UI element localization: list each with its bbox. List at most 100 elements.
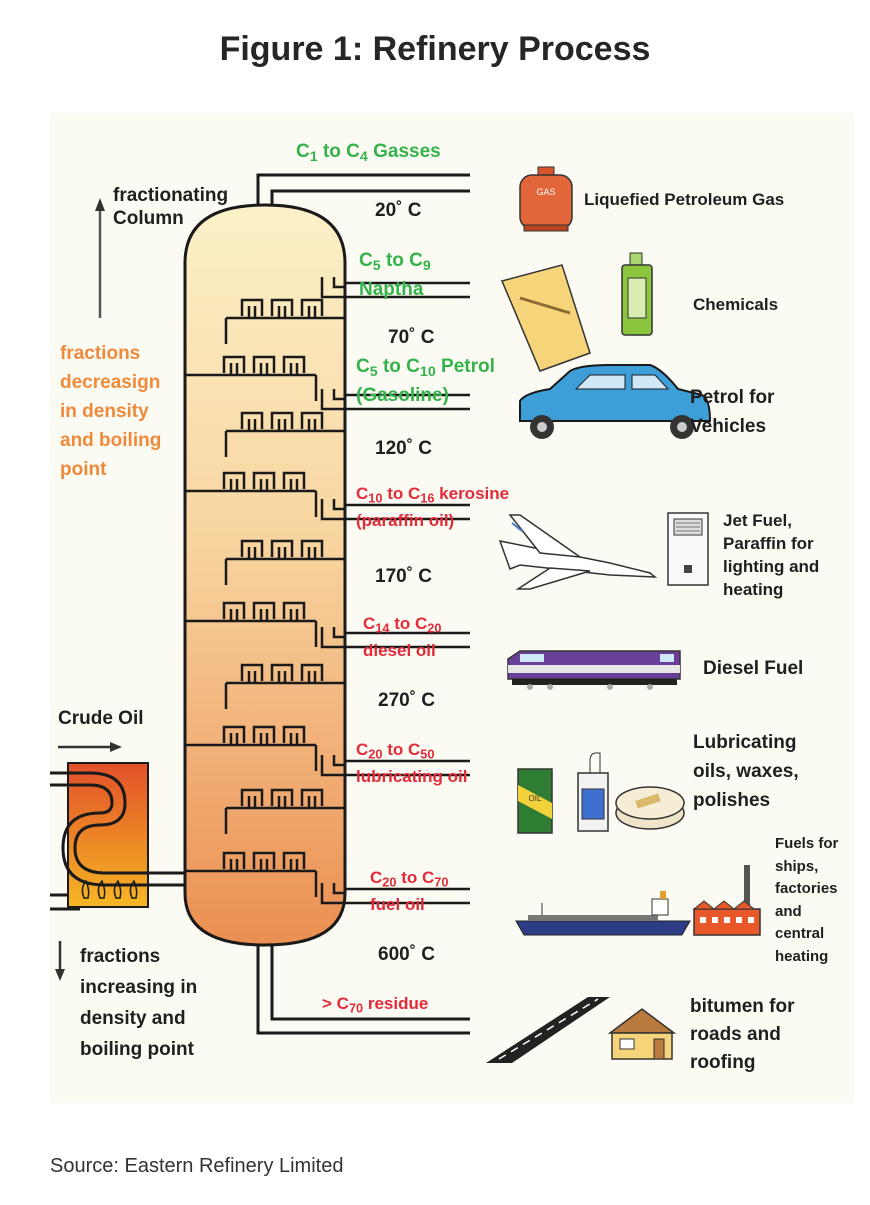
oil-can-label: OIL — [529, 794, 542, 803]
product-label-diesel: Diesel Fuel — [703, 658, 804, 679]
bubble-cap — [270, 298, 294, 318]
fraction-name: (Gasoline) — [356, 384, 449, 406]
product-line: Vehicles — [690, 416, 767, 437]
residue-outlet-pipe — [256, 945, 470, 1035]
temperature-label: 120˚ C — [375, 438, 433, 459]
product-line: lighting and — [723, 557, 820, 576]
note-line: increasing in — [80, 977, 198, 998]
note-line: in density — [60, 401, 149, 422]
product-label-lubricating: Lubricating oils, waxes, polishes — [693, 728, 799, 815]
product-line: heating — [775, 947, 829, 965]
temperature-label: 600˚ C — [378, 944, 436, 965]
bubble-cap — [282, 601, 306, 621]
note-line: boiling point — [80, 1039, 194, 1060]
product-line: polishes — [693, 790, 771, 811]
polish-tin-icon — [615, 786, 685, 830]
column-label-line1: fractionating — [113, 185, 229, 206]
bubble-cap — [300, 788, 324, 808]
note-line: and boiling — [60, 430, 162, 451]
furnace — [50, 762, 185, 911]
bubble-cap — [252, 601, 276, 621]
note-line: point — [60, 459, 107, 480]
bubble-cap — [270, 663, 294, 683]
bubble-cap — [240, 411, 264, 431]
bubble-cap — [252, 725, 276, 745]
fraction-label-kerosine: C10 to C16 kerosine (paraffin oil) — [356, 484, 510, 530]
product-line: roofing — [690, 1052, 756, 1073]
column-label-line2: Column — [113, 208, 184, 229]
bubble-cap — [252, 471, 276, 491]
up-arrowhead — [95, 198, 105, 211]
bubble-cap — [300, 411, 324, 431]
temperature-label: 270˚ C — [378, 690, 436, 711]
fraction-label-lubricating: C20 to C50 lubricating oil — [356, 740, 468, 786]
bubble-cap — [282, 851, 306, 871]
bubble-cap — [282, 471, 306, 491]
product-line: factories — [775, 880, 838, 897]
product-line: central — [775, 925, 825, 942]
lubricant-bottle-icon — [577, 752, 609, 832]
note-line: decreasign — [60, 372, 161, 393]
draw-off-pipe — [320, 277, 470, 299]
product-label-fuels: Fuels for ships, factories and central h… — [775, 833, 838, 968]
draw-off-pipe — [320, 499, 470, 521]
column-label: fractionating Column — [113, 184, 228, 230]
page-title: Figure 1: Refinery Process — [219, 30, 651, 68]
fraction-label-gasses: C1 to C4 Gasses — [296, 141, 441, 165]
product-line: heating — [723, 580, 784, 599]
fraction-label-naptha: C5 to C9 Naptha — [359, 250, 431, 300]
temperature-label: 20˚ C — [375, 200, 422, 221]
road-icon — [486, 997, 610, 1063]
temperature-label: 70˚ C — [388, 327, 435, 348]
draw-off-pipe — [320, 389, 470, 411]
fraction-name: diesel oil — [363, 640, 436, 660]
fraction-label-petrol: C5 to C10 Petrol (Gasoline) — [356, 356, 495, 406]
diagram-panel: GAS — [50, 113, 854, 1103]
draw-off-pipe — [320, 627, 470, 649]
density-increase-note: fractions increasing in density and boil… — [80, 941, 197, 1065]
down-arrowhead — [55, 969, 65, 981]
bubble-cap — [240, 663, 264, 683]
product-line: ships, — [775, 857, 819, 875]
bubble-cap — [282, 725, 306, 745]
bubble-cap — [252, 851, 276, 871]
bubble-cap — [252, 355, 276, 375]
bubble-cap — [300, 539, 324, 559]
paraffin-heater-icon — [667, 512, 709, 586]
product-line: Fuels for — [775, 835, 839, 852]
bubble-cap — [300, 298, 324, 318]
product-line: Petrol for — [690, 387, 775, 408]
chemicals-bottle-icon — [621, 252, 653, 336]
bubble-cap — [240, 788, 264, 808]
diesel-train-icon — [507, 650, 681, 690]
bubble-cap — [300, 663, 324, 683]
source-note: Source: Eastern Refinery Limited — [50, 1155, 344, 1177]
product-line: Jet Fuel, — [723, 511, 792, 530]
fraction-label-diesel: C14 to C20 diesel oil — [363, 614, 442, 660]
product-label-jet-fuel: Jet Fuel, Paraffin for lighting and heat… — [723, 509, 819, 601]
product-line: roads and — [690, 1024, 781, 1045]
product-line: and — [775, 902, 802, 920]
bubble-cap — [222, 851, 246, 871]
note-line: density and — [80, 1008, 186, 1029]
fraction-label-fuel-oil: C20 to C70 fuel oil — [370, 868, 449, 914]
product-label-bitumen: bitumen for roads and roofing — [690, 993, 795, 1077]
product-line: Lubricating — [693, 732, 797, 753]
bubble-cap — [270, 411, 294, 431]
factory-icon — [692, 865, 761, 936]
note-line: fractions — [80, 946, 161, 967]
bubble-cap — [222, 471, 246, 491]
bubble-cap — [222, 355, 246, 375]
gas-cylinder-icon: GAS — [519, 166, 573, 232]
bubble-cap — [282, 355, 306, 375]
fractionating-column — [183, 203, 347, 947]
product-label-chemicals: Chemicals — [693, 295, 779, 314]
gas-outlet-pipe — [256, 173, 470, 205]
product-line: Paraffin for — [723, 534, 814, 553]
fraction-name: Naptha — [359, 278, 424, 300]
bubble-cap — [222, 601, 246, 621]
draw-off-pipe — [320, 755, 470, 777]
bubble-cap — [240, 298, 264, 318]
product-label-petrol: Petrol for Vehicles — [690, 383, 774, 441]
chemicals-bag-icon — [500, 264, 591, 372]
